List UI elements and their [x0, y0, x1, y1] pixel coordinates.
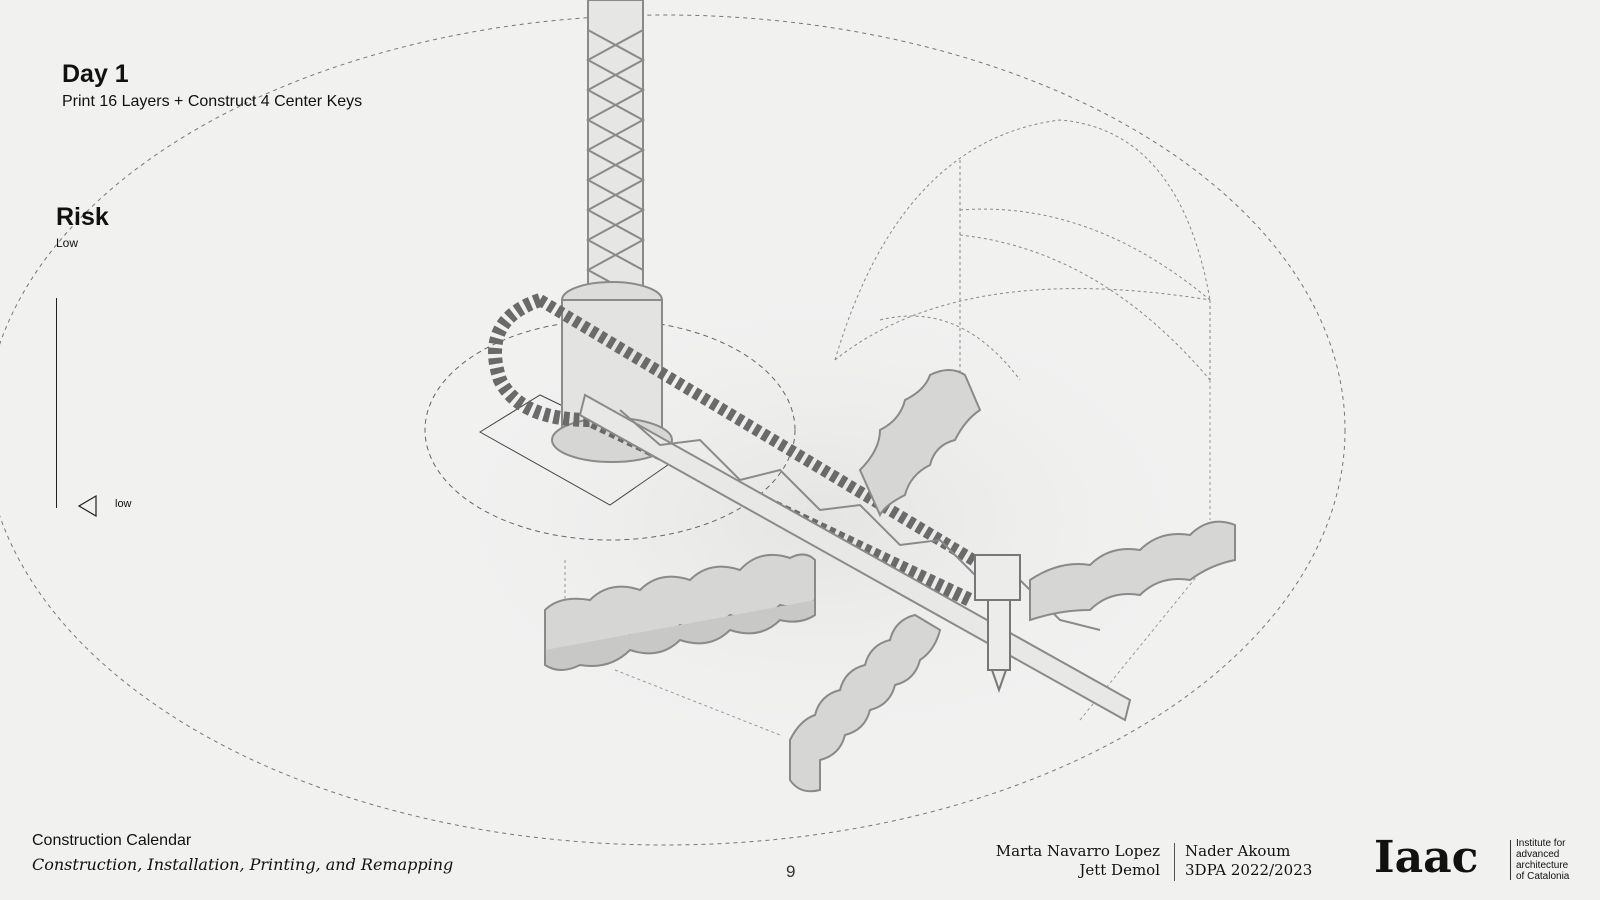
- iaac-logo: Iaac: [1374, 832, 1479, 883]
- day-subtitle: Print 16 Layers + Construct 4 Center Key…: [62, 93, 363, 110]
- tagline-line: Institute for: [1516, 838, 1566, 849]
- tagline-line: of Catalonia: [1516, 871, 1570, 882]
- triangle-pointer-icon: [78, 495, 97, 517]
- tutor-name: Nader Akoum: [1185, 842, 1291, 860]
- build-envelope-ellipse: [0, 14, 1346, 846]
- tagline-line: advanced: [1516, 849, 1560, 860]
- footer-subtitle: Construction, Installation, Printing, an…: [32, 855, 454, 874]
- authors-left: Marta Navarro Lopez Jett Demol: [960, 842, 1160, 880]
- risk-title: Risk: [56, 203, 109, 231]
- print-head: [974, 554, 1021, 694]
- risk-scale-bar: [56, 298, 57, 508]
- authors-divider: [1174, 843, 1175, 881]
- logo-tagline: Institute for advanced architecture of C…: [1516, 838, 1569, 882]
- author-name: Marta Navarro Lopez: [995, 842, 1160, 860]
- printed-walls: [544, 369, 1236, 793]
- risk-pointer-label: low: [115, 498, 132, 510]
- page-number: 9: [786, 862, 796, 881]
- day-title: Day 1: [62, 60, 129, 88]
- authors-right: Nader Akoum 3DPA 2022/2023: [1185, 842, 1312, 880]
- program-name: 3DPA 2022/2023: [1185, 861, 1313, 879]
- dome-wireframe: [834, 119, 1211, 381]
- risk-value: Low: [56, 236, 79, 250]
- author-name: Jett Demol: [1079, 861, 1160, 879]
- tagline-line: architecture: [1516, 860, 1569, 871]
- cable-chain: [488, 293, 994, 607]
- footer-title: Construction Calendar: [32, 832, 192, 849]
- tower: [551, 0, 673, 463]
- logo-divider: [1510, 840, 1511, 880]
